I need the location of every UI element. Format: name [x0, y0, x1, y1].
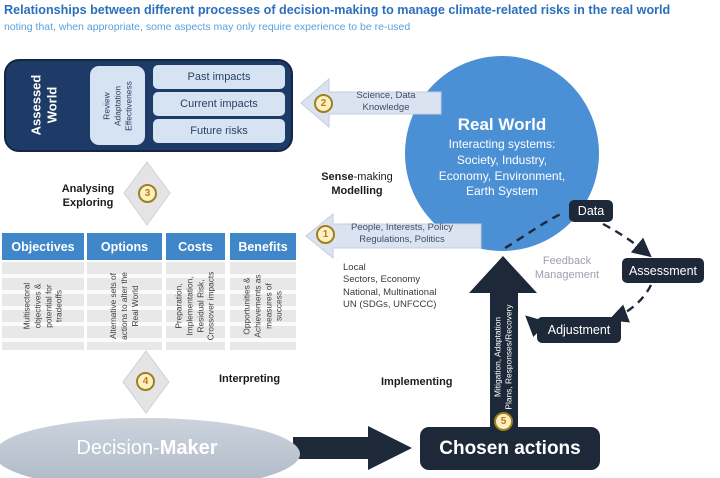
implementing-up-arrow-icon [469, 256, 537, 427]
current-impacts-label: Current impacts [180, 98, 258, 110]
sense-bold-text: Sense [321, 171, 354, 183]
step-1-badge: 1 [316, 225, 335, 244]
data-label: Data [577, 204, 605, 218]
table-col-objectives: Multisectoral objectives & potential for… [2, 262, 84, 350]
decision-maker-label-bold: Maker [159, 436, 218, 459]
decision-maker-ellipse: Decision-Maker [0, 418, 300, 478]
future-risks-label: Future risks [190, 125, 248, 137]
feedback-dashed-path-data [504, 210, 566, 250]
assessment-label: Assessment [628, 263, 698, 278]
table-header-costs: Costs [166, 233, 225, 260]
past-impacts-box: Past impacts [153, 65, 285, 89]
sense-making-label: Sense-making Modelling [318, 170, 396, 199]
step-2-badge: 2 [314, 94, 333, 113]
page-title: Relationships between different processe… [4, 3, 671, 17]
adjustment-label: Adjustment [547, 323, 611, 337]
real-world-subtitle: Interacting systems: Society, Industry, … [438, 137, 566, 199]
modelling-text: Modelling [331, 185, 383, 198]
future-risks-box: Future risks [153, 119, 285, 143]
table-cell-costs: Preparation, Implementation, Residual Ri… [173, 271, 216, 341]
table-col-costs: Preparation, Implementation, Residual Ri… [166, 262, 225, 350]
table-header-benefits: Benefits [230, 233, 296, 260]
table-cell-benefits: Opportunities & Achievements as measures… [241, 274, 284, 338]
assessment-box: Assessment [622, 258, 704, 283]
adjustment-box: Adjustment [537, 317, 621, 343]
real-world-title: Real World [457, 115, 547, 135]
decision-right-arrow-icon [293, 426, 412, 470]
sense-rest-text: -making [353, 171, 393, 183]
table-cell-options: Alternative sets of actions to alter the… [107, 272, 140, 340]
mitigation-plans-label: Mitigation, Adaptation Plans, Responses/… [492, 304, 514, 410]
page-subtitle: noting that, when appropriate, some aspe… [4, 21, 411, 33]
assessed-world-label: Assessed World [28, 74, 59, 136]
analysing-label: Analysing Exploring [61, 183, 115, 209]
implementing-label: Implementing [381, 376, 453, 388]
feedback-dashed-path-assessment [602, 222, 652, 258]
table-col-benefits: Opportunities & Achievements as measures… [230, 262, 296, 350]
decision-maker-label-normal: Decision- [76, 436, 160, 459]
current-impacts-box: Current impacts [153, 92, 285, 116]
science-data-label: Science, Data Knowledge [356, 90, 416, 114]
science-left-arrow-icon [300, 77, 442, 129]
table-header-objectives: Objectives [2, 233, 84, 260]
step-3-badge: 3 [138, 184, 157, 203]
step-5-badge: 5 [494, 412, 513, 431]
step-4-badge: 4 [136, 372, 155, 391]
people-interests-label: People, Interests, Policy Regulations, P… [351, 222, 453, 246]
data-box: Data [569, 200, 613, 222]
people-left-arrow-icon [305, 212, 482, 260]
table-cell-objectives: Multisectoral objectives & potential for… [21, 282, 64, 330]
feedback-management-label: Feedback Management [534, 255, 600, 281]
past-impacts-label: Past impacts [187, 71, 251, 83]
review-adaptation-box: Review Adaptation Effectiveness [90, 66, 145, 145]
table-header-options: Options [87, 233, 162, 260]
interpreting-label: Interpreting [219, 373, 281, 385]
table-col-options: Alternative sets of actions to alter the… [87, 262, 162, 350]
scales-label: Local Sectors, Economy National, Multina… [343, 262, 437, 311]
chosen-actions-label: Chosen actions [439, 437, 581, 459]
feedback-dashed-path-adjustment [608, 284, 653, 323]
review-adaptation-label: Review Adaptation Effectiveness [101, 80, 133, 131]
chosen-actions-box: Chosen actions [420, 427, 600, 470]
real-world-circle: Real World Interacting systems: Society,… [405, 56, 599, 251]
